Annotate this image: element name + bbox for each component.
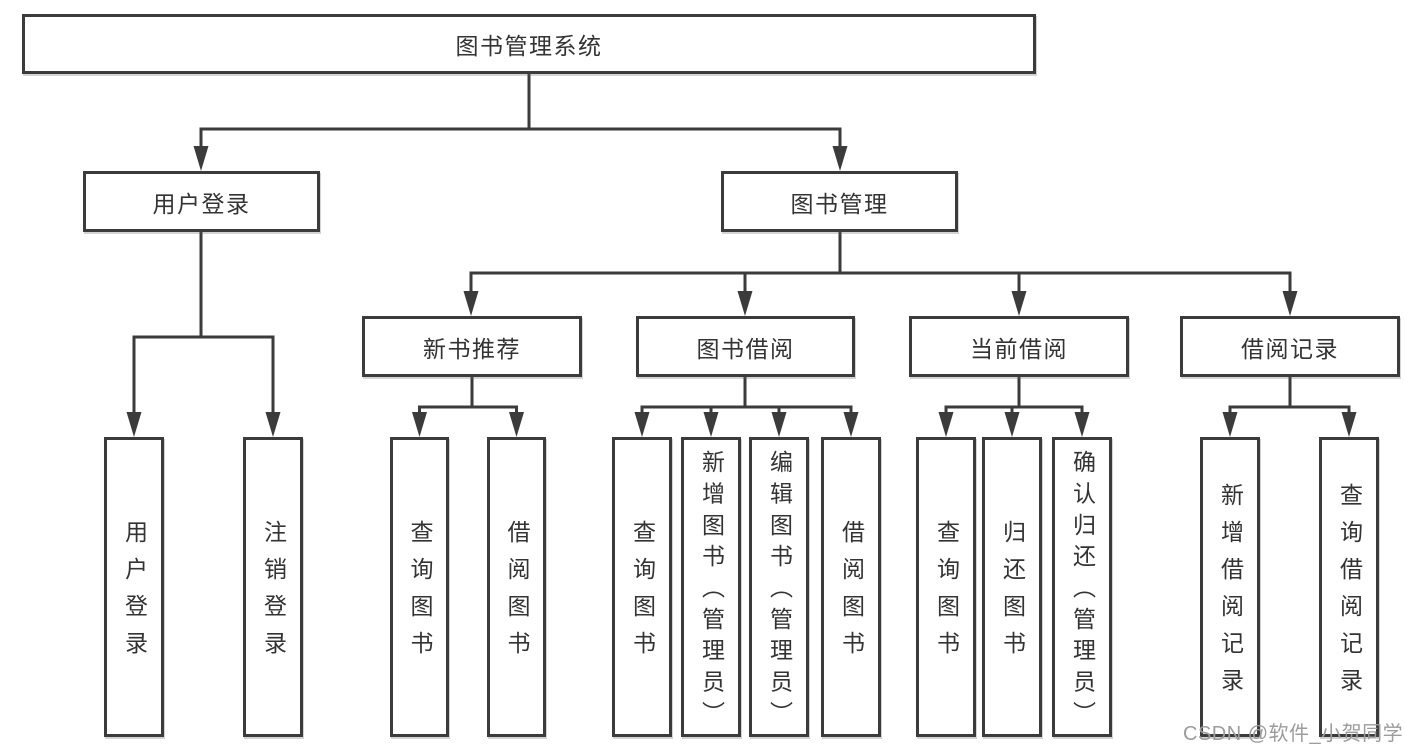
arrowhead	[509, 412, 524, 437]
leaf-query-borrow-record: 查询借阅记录	[1319, 437, 1379, 737]
leaf-borrow-books-recommend: 借阅图书	[487, 437, 546, 737]
arrowhead	[737, 291, 753, 316]
leaf-return-books-label: 归还图书	[999, 520, 1026, 668]
arrowhead	[265, 412, 281, 437]
leaf-add-borrow-record: 新增借阅记录	[1200, 437, 1260, 737]
leaf-borrow-books-recommend-label: 借阅图书	[504, 520, 530, 668]
arrowhead	[1222, 412, 1238, 437]
leaf-logout: 注销登录	[243, 437, 303, 737]
leaf-query-books-borrowing: 查询图书	[612, 437, 672, 737]
arrowhead	[832, 146, 848, 171]
leaf-query-borrow-record-label: 查询借阅记录	[1336, 483, 1363, 705]
leaf-add-books-admin: 新增图书（管理员）	[681, 437, 741, 737]
leaf-logout-label: 注销登录	[260, 520, 287, 668]
arrowhead	[412, 412, 427, 437]
node-root: 图书管理系统	[22, 14, 1036, 74]
leaf-borrow-books-borrowing-label: 借阅图书	[838, 520, 865, 668]
leaf-confirm-return-admin: 确认归还（管理员）	[1052, 437, 1112, 737]
leaf-add-books-admin-label: 新增图书（管理员）	[698, 450, 725, 733]
leaf-edit-books-admin: 编辑图书（管理员）	[749, 437, 809, 737]
leaf-query-books-recommend-label: 查询图书	[407, 520, 433, 668]
arrowhead	[1004, 412, 1020, 437]
arrowhead	[126, 412, 142, 437]
leaf-add-borrow-record-label: 新增借阅记录	[1217, 483, 1244, 705]
arrowhead	[1282, 291, 1298, 316]
leaf-query-books-current: 查询图书	[916, 437, 976, 737]
node-book-borrowing-label: 图书借阅	[696, 335, 795, 362]
arrowhead	[1011, 291, 1027, 316]
leaf-borrow-books-borrowing: 借阅图书	[821, 437, 881, 737]
csdn-watermark: CSDN @软件_小贺同学	[1183, 723, 1404, 745]
node-user-login-label: 用户登录	[152, 190, 251, 217]
node-new-book-recommend-label: 新书推荐	[423, 335, 521, 362]
arrowhead	[634, 412, 650, 437]
leaf-query-books-recommend: 查询图书	[390, 437, 449, 737]
node-user-login: 用户登录	[83, 171, 320, 232]
arrowhead	[463, 291, 479, 316]
node-borrow-records-label: 借阅记录	[1241, 335, 1339, 362]
node-book-borrowing: 图书借阅	[636, 316, 855, 377]
arrowhead	[1074, 412, 1090, 437]
leaf-query-books-borrowing-label: 查询图书	[629, 520, 656, 668]
node-current-borrowing: 当前借阅	[909, 316, 1129, 377]
arrowhead	[703, 412, 719, 437]
arrowhead	[771, 412, 787, 437]
leaf-user-login-label: 用户登录	[121, 520, 148, 668]
node-root-label: 图书管理系统	[455, 33, 603, 59]
arrowhead	[1341, 412, 1357, 437]
node-book-management: 图书管理	[721, 171, 958, 232]
node-current-borrowing-label: 当前借阅	[970, 335, 1068, 362]
leaf-confirm-return-admin-label: 确认归还（管理员）	[1069, 450, 1096, 733]
arrowhead	[938, 412, 954, 437]
node-borrow-records: 借阅记录	[1180, 316, 1400, 377]
leaf-return-books: 归还图书	[982, 437, 1042, 737]
leaf-user-login: 用户登录	[104, 437, 164, 737]
node-new-book-recommend: 新书推荐	[362, 316, 582, 377]
node-book-management-label: 图书管理	[790, 190, 889, 217]
leaf-edit-books-admin-label: 编辑图书（管理员）	[766, 450, 793, 733]
leaf-query-books-current-label: 查询图书	[933, 520, 960, 668]
arrowhead	[193, 146, 209, 171]
arrowhead	[843, 412, 859, 437]
